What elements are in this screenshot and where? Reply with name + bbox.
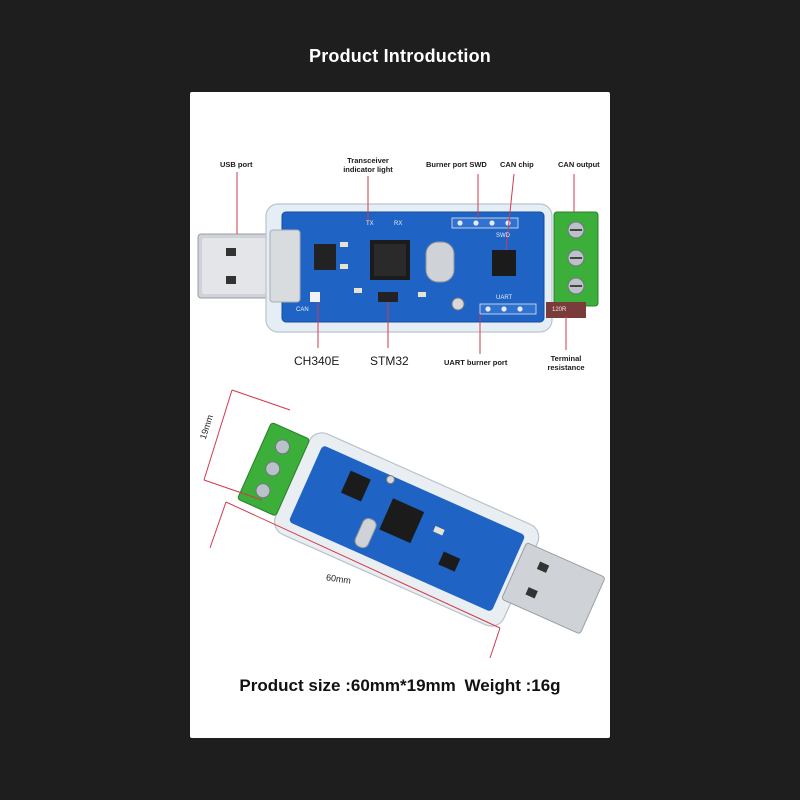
label-uart-burner-port: UART burner port — [444, 358, 508, 367]
spec-weight-value: 16g — [531, 676, 561, 695]
label-stm32: STM32 — [370, 354, 409, 368]
dimension-lines — [203, 389, 501, 659]
usb-hole-1 — [226, 248, 236, 256]
product-illustration — [197, 172, 605, 659]
spec-size-label: Product size : — [239, 676, 351, 695]
usb-connector-angled — [501, 542, 605, 634]
product-spec: Product size :60mm*19mm Weight :16g — [190, 676, 610, 696]
crystal-oscillator — [425, 241, 455, 283]
pcb-board — [282, 212, 544, 322]
silk-tx: TX — [366, 221, 374, 227]
stm32-chip-angled — [379, 498, 425, 544]
label-can-output: CAN output — [558, 160, 600, 169]
led-block — [310, 292, 320, 302]
label-terminal-line2: resistance — [547, 363, 585, 372]
silk-rx: RX — [394, 221, 403, 227]
label-can-chip: CAN chip — [500, 160, 534, 169]
spec-size-value: 60mm*19mm — [350, 676, 456, 695]
silk-uart: UART — [496, 295, 513, 301]
spec-weight-label: Weight : — [464, 676, 532, 695]
top-view-device — [197, 172, 599, 354]
silk-can: CAN — [296, 307, 309, 313]
swd-header — [451, 217, 519, 229]
label-terminal-line1: Terminal — [550, 354, 582, 363]
ch340e-chip — [314, 244, 336, 270]
uart-header — [479, 303, 537, 315]
label-ch340e: CH340E — [294, 354, 340, 368]
can-chip — [492, 250, 516, 276]
reset-button — [451, 297, 465, 311]
usb-hole-2 — [226, 276, 236, 284]
label-usb-port: USB port — [220, 160, 253, 169]
terminal-block — [546, 211, 599, 318]
angled-view-device — [203, 389, 605, 659]
page-title: Product Introduction — [309, 46, 491, 66]
silk-120r: 120R — [552, 307, 567, 313]
label-transceiver-line1: Transceiver — [347, 156, 389, 165]
label-terminal-resistance: Terminal resistance — [544, 354, 588, 372]
label-transceiver-indicator: Transceiver indicator light — [330, 156, 406, 174]
label-burner-port-swd: Burner port SWD — [426, 160, 487, 169]
product-card: USB port Transceiver indicator light Bur… — [190, 92, 610, 738]
annotation-lines-top — [236, 172, 575, 354]
silk-swd: SWD — [496, 233, 510, 239]
label-transceiver-line2: indicator light — [343, 165, 393, 174]
